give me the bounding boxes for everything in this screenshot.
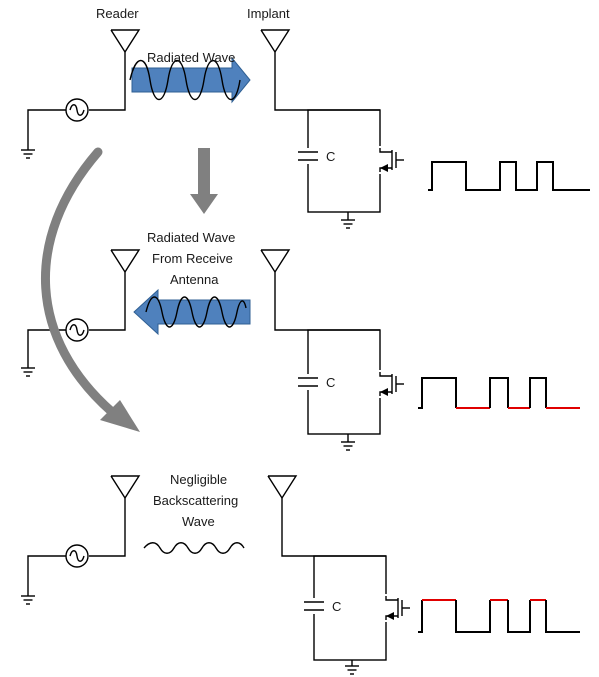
wave3-label-line1: Negligible (170, 472, 227, 487)
capacitor-icon (298, 148, 318, 164)
ground-icon (340, 219, 356, 229)
square-wave-icon (418, 377, 580, 409)
antenna-icon (260, 29, 290, 63)
capacitor-label: C (326, 149, 335, 164)
negligible-wave-icon (143, 542, 245, 554)
ground-icon (20, 595, 36, 605)
panel-2: Radiated Wave From Receive Antenna C (20, 230, 580, 451)
ground-icon (340, 441, 356, 451)
capacitor-label: C (332, 599, 341, 614)
process-arrow-curved-head (100, 400, 140, 432)
process-arrow-down (190, 148, 218, 214)
wave3-label-line2: Backscattering (153, 493, 238, 508)
wave2-label-line2: From Receive (152, 251, 233, 266)
ac-source-icon (65, 544, 89, 568)
capacitor-label: C (326, 375, 335, 390)
antenna-icon (260, 249, 290, 283)
process-arrow-curved (40, 147, 117, 417)
ac-source-icon (65, 318, 89, 342)
reader-label: Reader (96, 6, 139, 21)
radiated-wave-icon (129, 59, 241, 101)
ground-icon (20, 149, 36, 159)
mosfet-icon (380, 594, 410, 622)
ground-icon (20, 367, 36, 377)
antenna-icon (267, 475, 297, 509)
antenna-icon (110, 475, 140, 509)
antenna-icon (110, 249, 140, 283)
capacitor-icon (298, 374, 318, 390)
mosfet-icon (374, 146, 404, 174)
implant-label: Implant (247, 6, 290, 21)
mosfet-icon (374, 370, 404, 398)
antenna-icon (110, 29, 140, 63)
wave1-label: Radiated Wave (147, 50, 235, 65)
panel-1: Reader Implant Radiated Wave C (20, 6, 590, 229)
panel-3: Negligible Backscattering Wave C (20, 472, 580, 675)
capacitor-icon (304, 598, 324, 614)
square-wave-icon (418, 599, 580, 633)
wave-arrow-right (131, 56, 251, 104)
wave2-label-line1: Radiated Wave (147, 230, 235, 245)
ac-source-icon (65, 98, 89, 122)
wave2-label-line3: Antenna (170, 272, 219, 287)
square-wave-icon (428, 161, 590, 191)
ground-icon (344, 665, 360, 675)
wave3-label-line3: Wave (182, 514, 215, 529)
reflected-wave-icon (145, 296, 247, 328)
